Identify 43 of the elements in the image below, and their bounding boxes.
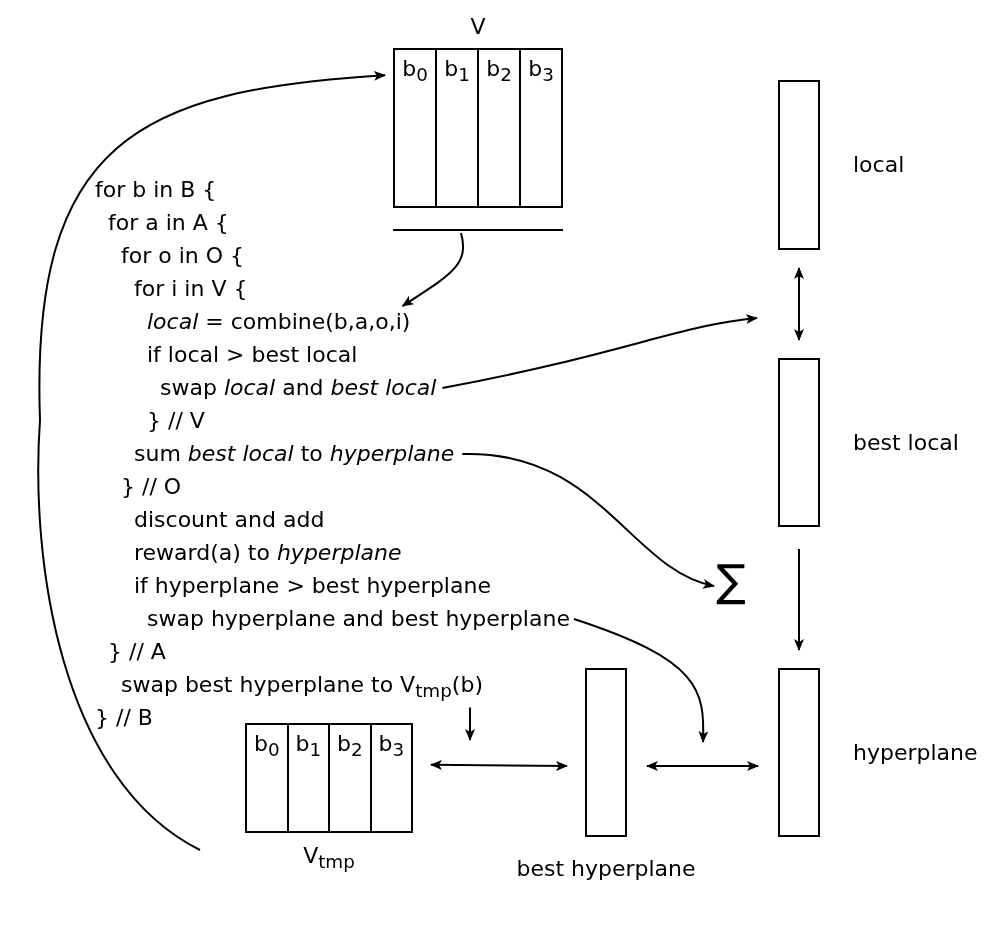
code-line: if hyperplane > best hyperplane (134, 573, 491, 599)
double-arrow (646, 761, 759, 771)
code-line: swap local and best local (160, 375, 437, 401)
code-line: for b in B { (95, 177, 217, 203)
vector-column: b$_{3}$ (519, 48, 563, 208)
arrow (465, 706, 475, 741)
vector-column: b$_{2}$ (328, 723, 372, 833)
arrow (794, 548, 804, 651)
code-line: for i in V { (134, 276, 248, 302)
vector-column: b$_{0}$ (393, 48, 437, 208)
code-line: sum best local to hyperplane (134, 441, 455, 467)
code-line: } // O (121, 474, 182, 500)
register-label: hyperplane (853, 740, 978, 766)
register-label: best hyperplane (516, 856, 696, 882)
code-line: reward(a) to hyperplane (134, 540, 402, 566)
curved-arrow (461, 453, 715, 588)
code-line: swap hyperplane and best hyperplane (147, 606, 570, 632)
code-line: local = combine(b,a,o,i) (147, 309, 411, 335)
double-arrow (430, 759, 568, 771)
table-title: V$_{tmp}$ (303, 843, 355, 875)
vector-column: b$_{1}$ (286, 723, 330, 833)
code-line: discount and add (134, 507, 325, 533)
vector-column: b$_{3}$ (369, 723, 413, 833)
table-title: V (470, 14, 486, 40)
curved-arrow (401, 232, 465, 307)
sum-sign: ∑ (716, 556, 746, 606)
vector-column: b$_{2}$ (477, 48, 521, 208)
register-label: local (853, 152, 905, 178)
code-line: } // V (147, 408, 205, 434)
curved-arrow (37, 71, 386, 851)
code-line: } // B (95, 705, 153, 731)
vector-column: b$_{1}$ (435, 48, 479, 208)
double-arrow (794, 267, 804, 341)
curved-arrow (441, 314, 758, 389)
bar-line (393, 229, 563, 231)
code-line: for o in O { (121, 243, 245, 269)
code-line: swap best hyperplane to V$_{tmp}$(b) (121, 672, 483, 705)
register-label: best local (853, 430, 959, 456)
code-line: } // A (108, 639, 166, 665)
curved-arrow (572, 618, 709, 743)
code-line: if local > best local (147, 342, 358, 368)
code-line: for a in A { (108, 210, 229, 236)
vector-column: b$_{0}$ (245, 723, 289, 833)
